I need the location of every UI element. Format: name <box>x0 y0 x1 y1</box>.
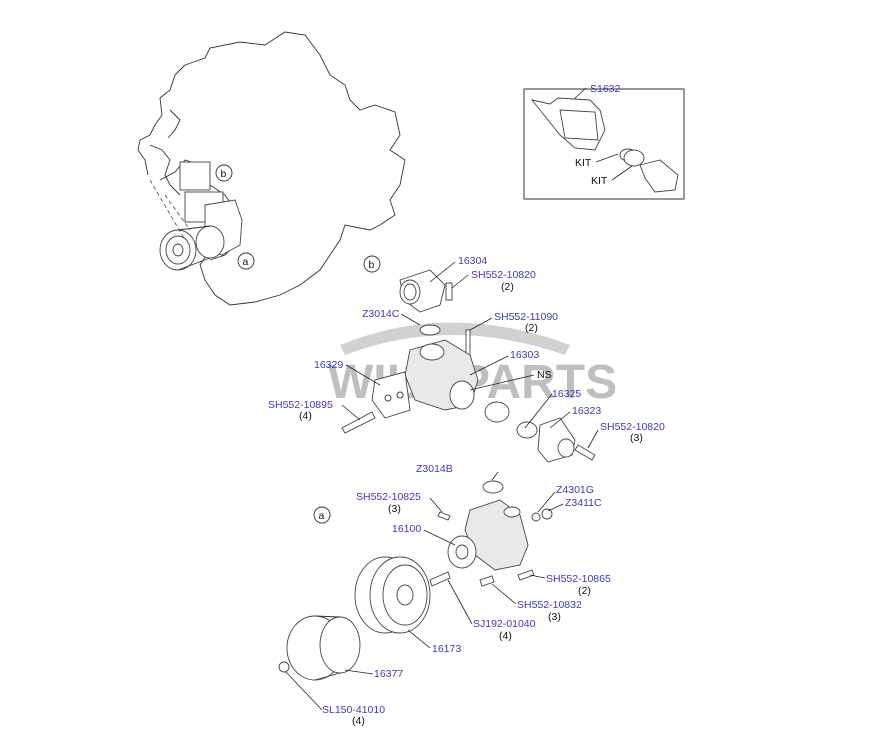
callout-b-top <box>215 164 233 182</box>
kit-box: S1632 KIT KIT <box>523 83 685 200</box>
callout-a-bottom <box>313 506 331 524</box>
water-pump-assembly: a Z3014B SH552-10825 (3) Z4301G Z3411C 1… <box>278 463 611 727</box>
part-SH552-11090[interactable]: SH552-11090 <box>494 311 558 323</box>
watermark-text-right: PARTS <box>458 356 617 409</box>
part-Z4301G[interactable]: Z4301G <box>556 484 594 496</box>
label-NS: NS <box>537 369 552 381</box>
callout-a-bottom-label: a <box>319 510 325 522</box>
part-SH552-10895[interactable]: SH552-10895 <box>268 399 333 411</box>
qty-SH552-10865: (2) <box>578 585 591 597</box>
part-16377[interactable]: 16377 <box>374 668 403 680</box>
kit-label-1: KIT <box>575 157 592 169</box>
engine-overview: b a <box>137 31 406 306</box>
qty-SH552-10832: (3) <box>548 611 561 623</box>
kit-ref-S1632[interactable]: S1632 <box>590 83 621 95</box>
part-16323[interactable]: 16323 <box>572 405 601 417</box>
part-16329[interactable]: 16329 <box>314 359 343 371</box>
part-16304[interactable]: 16304 <box>458 255 487 267</box>
qty-SH552-10820-right: (3) <box>630 432 643 444</box>
part-SH552-10820-top[interactable]: SH552-10820 <box>471 269 536 281</box>
thermostat-assembly: b 16304 SH552-10820 (2) Z3014C SH552-110… <box>268 255 665 463</box>
part-16303[interactable]: 16303 <box>510 349 539 361</box>
qty-SL150-41010: (4) <box>352 715 365 727</box>
part-16325[interactable]: 16325 <box>552 388 581 400</box>
part-16173[interactable]: 16173 <box>432 643 461 655</box>
part-SH552-10820-right[interactable]: SH552-10820 <box>600 421 665 433</box>
kit-label-2: KIT <box>591 175 608 187</box>
qty-SH552-10895: (4) <box>299 410 312 422</box>
part-SL150-41010[interactable]: SL150-41010 <box>322 704 385 716</box>
part-16100[interactable]: 16100 <box>392 523 421 535</box>
part-SH552-10825[interactable]: SH552-10825 <box>356 491 421 503</box>
part-SH552-10865[interactable]: SH552-10865 <box>546 573 611 585</box>
callout-a-top <box>237 252 255 270</box>
callout-b-mid-label: b <box>369 259 375 271</box>
qty-SJ192-01040: (4) <box>499 630 512 642</box>
callout-a-top-label: a <box>243 256 249 268</box>
qty-SH552-10825: (3) <box>388 503 401 515</box>
part-SH552-10832[interactable]: SH552-10832 <box>517 599 582 611</box>
part-SJ192-01040[interactable]: SJ192-01040 <box>473 618 536 630</box>
part-Z3411C[interactable]: Z3411C <box>565 497 602 509</box>
callout-b-top-label: b <box>221 168 227 180</box>
callout-b-mid <box>363 255 381 273</box>
part-Z3014C[interactable]: Z3014C <box>362 308 400 320</box>
qty-SH552-11090: (2) <box>525 322 538 334</box>
watermark: WIL PARTS <box>328 322 617 409</box>
qty-SH552-10820-top: (2) <box>501 281 514 293</box>
part-Z3014B[interactable]: Z3014B <box>416 463 453 475</box>
